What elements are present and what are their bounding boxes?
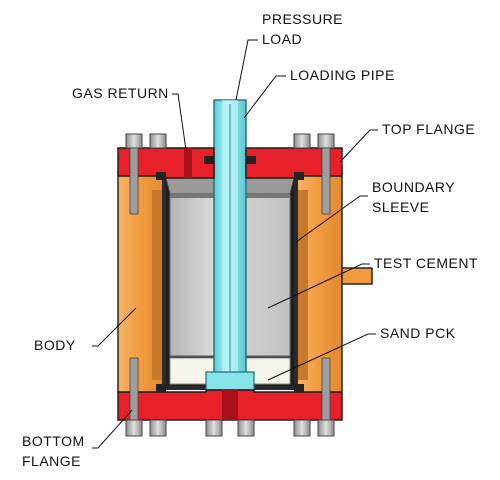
bolt-icon	[149, 133, 167, 149]
bolt-icon	[125, 357, 143, 437]
label-loading-pipe: LOADING PIPE	[290, 67, 395, 83]
label-load: LOAD	[262, 31, 302, 47]
label-gas-return: GAS RETURN	[72, 85, 169, 101]
leader-bottom-flange	[92, 409, 133, 449]
top-flange	[117, 147, 343, 180]
label-flange: FLANGE	[22, 453, 81, 469]
seal-ring-icon	[204, 156, 214, 164]
leader-sand-pack	[267, 333, 376, 381]
leader-loading-pipe	[243, 75, 286, 119]
leader-pressure-load	[235, 39, 258, 101]
seal-ring-icon	[246, 156, 256, 164]
seal-ring-icon	[156, 172, 166, 180]
label-boundary: BOUNDARY	[372, 179, 455, 195]
bolt-icon	[125, 133, 143, 215]
label-test-cement: TEST CEMENT	[374, 255, 478, 271]
leader-body	[92, 307, 137, 347]
label-top-flange: TOP FLANGE	[382, 121, 475, 137]
labels: PRESSURE LOAD LOADING PIPE GAS RETURN TO…	[22, 11, 478, 469]
bottom-flange	[117, 384, 343, 421]
label-pressure: PRESSURE	[262, 11, 343, 27]
leader-top-flange	[339, 129, 378, 163]
label-bottom: BOTTOM	[22, 433, 85, 449]
bolt-icon	[293, 133, 311, 149]
bolts	[125, 133, 335, 437]
leader-boundary-sleeve	[295, 195, 368, 243]
bolt-icon	[149, 419, 167, 437]
bolt-icon	[317, 357, 335, 437]
label-sand-pack: SAND PCK	[380, 325, 456, 341]
seal-ring-icon	[156, 384, 166, 392]
bottom-port	[222, 390, 238, 420]
leader-gas-return	[172, 93, 187, 151]
side-port	[341, 267, 373, 285]
leader-lines	[92, 39, 378, 449]
seal-ring-icon	[294, 172, 304, 180]
loading-pipe	[205, 99, 255, 391]
label-sleeve: SLEEVE	[372, 199, 429, 215]
gas-return-bore	[184, 148, 192, 178]
seal-ring-icon	[294, 384, 304, 392]
bolt-icon	[237, 419, 255, 437]
bolt-icon	[317, 133, 335, 215]
label-body: BODY	[34, 337, 76, 353]
leader-test-cement	[267, 263, 370, 309]
bolt-icon	[205, 419, 223, 437]
bolt-icon	[293, 419, 311, 437]
